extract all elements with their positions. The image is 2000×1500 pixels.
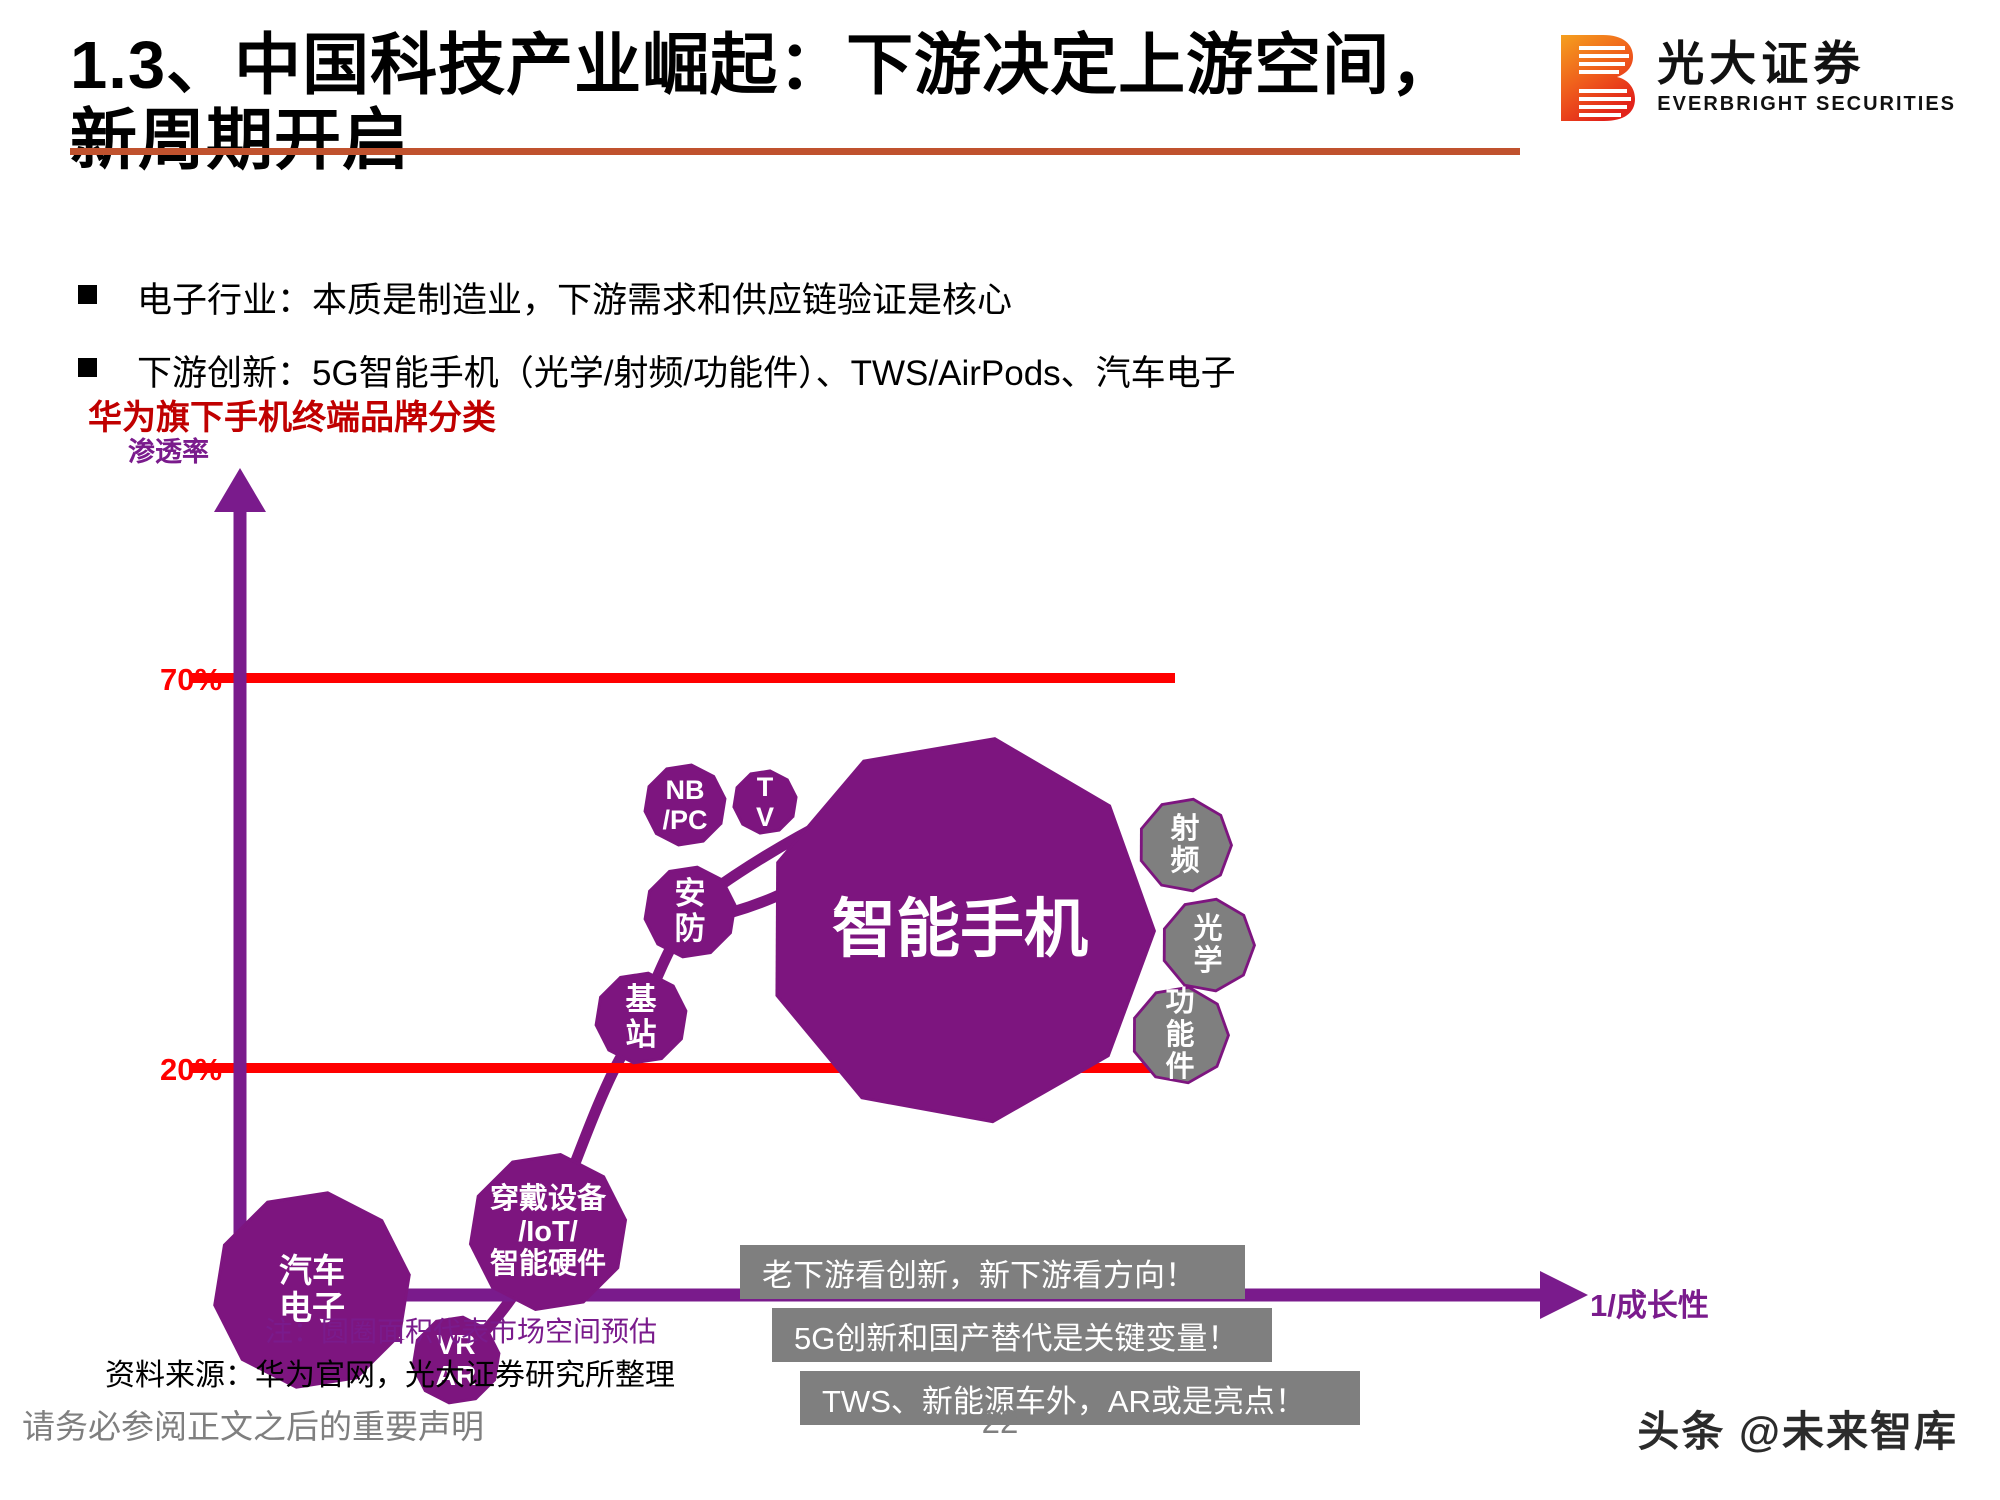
bubble-chart: 华为旗下手机终端品牌分类 渗透率 1/成长性 70% 20% — [0, 390, 2000, 1425]
bubble-label: 基站 — [625, 982, 657, 1052]
bubble-label: 射频 — [1170, 812, 1200, 877]
chart-note: 注：圆圈面积代表市场空间预估 — [265, 1316, 658, 1347]
y-axis-label: 渗透率 — [128, 437, 209, 467]
bubble-node[interactable]: 智能手机 — [775, 737, 1156, 1124]
everbright-b-logo-icon — [1557, 33, 1637, 123]
bullet-item: 电子行业：本质是制造业，下游需求和供应链验证是核心 — [78, 272, 1012, 323]
logo-wordmark: 光大证券 EVERBRIGHT SECURITIES — [1657, 40, 1956, 116]
bubble-label: 智能手机 — [832, 893, 1088, 966]
bubble-label: 汽车电子 — [279, 1252, 345, 1326]
callout-text: 5G创新和国产替代是关键变量！ — [794, 1320, 1239, 1356]
bubble-fill — [735, 772, 795, 832]
source-line: 资料来源：华为官网，光大证券研究所整理 — [105, 1359, 675, 1392]
bubble-fill — [646, 766, 724, 844]
logo-name-cn: 光大证券 — [1657, 37, 1866, 90]
bubble-node[interactable]: 基站 — [594, 971, 688, 1065]
bubble-label: NB/PC — [662, 774, 708, 835]
bubble-label: 功能件 — [1165, 986, 1195, 1084]
bubble-fill — [597, 974, 685, 1062]
logo-name-en: EVERBRIGHT SECURITIES — [1657, 93, 1956, 115]
bubble-node[interactable]: 射频 — [1139, 797, 1233, 893]
square-bullet-icon — [78, 358, 97, 377]
square-bullet-icon — [78, 285, 97, 304]
bubble-fill — [778, 740, 1153, 1121]
bubble-fill — [646, 868, 734, 956]
bubble-node[interactable]: 光学 — [1162, 897, 1256, 993]
bubble-fill — [471, 1155, 625, 1309]
bubble-node[interactable]: 安防 — [643, 865, 737, 959]
watermark: 头条 @未来智库 — [1637, 1408, 1958, 1455]
bubble-fill — [414, 1318, 498, 1402]
bubble-fill — [1165, 900, 1253, 990]
bullet-text: 下游创新：5G智能手机（光学/射频/功能件）、TWS/AirPods、汽车电子 — [137, 354, 1236, 393]
x-axis-label: 1/成长性 — [1590, 1288, 1709, 1323]
bullet-item: 下游创新：5G智能手机（光学/射频/功能件）、TWS/AirPods、汽车电子 — [78, 345, 1236, 396]
callout-box: TWS、新能源车外，AR或是亮点！ — [800, 1371, 1360, 1425]
bubble-fill — [216, 1194, 408, 1386]
title-rule — [70, 148, 1520, 155]
brand-logo: 光大证券 EVERBRIGHT SECURITIES — [1557, 32, 1956, 124]
callout-text: 老下游看创新，新下游看方向！ — [762, 1257, 1196, 1293]
bubble-fill — [1142, 800, 1230, 890]
bubble-label: 光学 — [1193, 912, 1223, 977]
callout-box: 5G创新和国产替代是关键变量！ — [772, 1308, 1272, 1362]
page-number: 22 — [981, 1403, 1019, 1440]
bubble-node[interactable]: 穿戴设备/IoT/智能硬件 — [468, 1153, 628, 1311]
page-title: 1.3、中国科技产业崛起：下游决定上游空间，新周期开启 — [70, 28, 1459, 179]
chart-title: 华为旗下手机终端品牌分类 — [88, 399, 496, 437]
bubble-label: 安防 — [674, 876, 706, 946]
callout-text: TWS、新能源车外，AR或是亮点！ — [822, 1383, 1306, 1419]
bubble-node[interactable]: 汽车电子 — [213, 1191, 411, 1389]
bubble-node[interactable]: NB/PC — [643, 763, 727, 847]
callout-box: 老下游看创新，新下游看方向！ — [740, 1245, 1245, 1299]
bubble-fill — [1135, 988, 1227, 1082]
bubble-label: 穿戴设备/IoT/智能硬件 — [489, 1183, 606, 1281]
disclaimer-text: 请务必参阅正文之后的重要声明 — [22, 1408, 484, 1445]
bullet-text: 电子行业：本质是制造业，下游需求和供应链验证是核心 — [137, 281, 1013, 320]
bubble-node[interactable]: 功能件 — [1132, 985, 1230, 1085]
